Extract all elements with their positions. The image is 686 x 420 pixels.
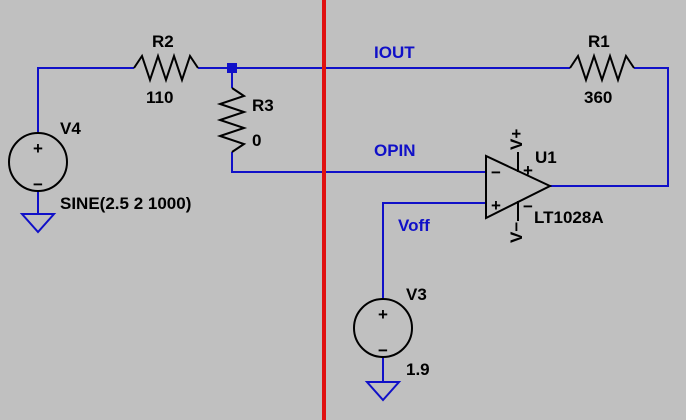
opamp-minus-sign: − bbox=[491, 163, 501, 182]
r2-name: R2 bbox=[152, 32, 174, 51]
resistor-r2: R2 110 bbox=[133, 32, 199, 107]
u1-value: LT1028A bbox=[534, 208, 604, 227]
r3-name: R3 bbox=[252, 96, 274, 115]
opamp-supply-minus: − bbox=[523, 197, 533, 216]
opamp-vminus-label: V− bbox=[507, 222, 526, 243]
net-label-voff: Voff bbox=[398, 216, 430, 235]
opamp-u1: − + + − V+ V− U1 LT1028A bbox=[485, 129, 604, 243]
r2-value: 110 bbox=[146, 88, 173, 107]
v4-value: SINE(2.5 2 1000) bbox=[60, 194, 191, 213]
r1-value: 360 bbox=[584, 88, 612, 107]
ground-symbol-v4 bbox=[19, 213, 57, 234]
net-label-opin: OPIN bbox=[374, 141, 416, 160]
v3-minus-sign: − bbox=[378, 341, 388, 360]
ground-symbol-v3 bbox=[364, 381, 402, 402]
opamp-supply-plus: + bbox=[523, 161, 533, 180]
opamp-vplus-label: V+ bbox=[507, 129, 526, 150]
opamp-plus-sign: + bbox=[491, 196, 501, 215]
wires bbox=[37, 63, 669, 382]
v4-plus-sign: + bbox=[33, 139, 43, 158]
resistor-r1: R1 360 bbox=[569, 32, 635, 107]
r3-value: 0 bbox=[252, 131, 261, 150]
wire-opin bbox=[231, 152, 486, 173]
wire-r1-to-output bbox=[550, 67, 669, 187]
u1-name: U1 bbox=[535, 148, 557, 167]
v3-name: V3 bbox=[406, 285, 427, 304]
v3-value: 1.9 bbox=[406, 360, 430, 379]
resistor-r3: R3 0 bbox=[216, 87, 274, 153]
v4-minus-sign: − bbox=[33, 175, 43, 194]
junction-dot bbox=[227, 63, 237, 73]
net-label-iout: IOUT bbox=[374, 43, 415, 62]
r1-name: R1 bbox=[588, 32, 610, 51]
v3-plus-sign: + bbox=[378, 305, 388, 324]
wire-v4-to-r2 bbox=[37, 67, 134, 132]
voltage-source-v3: + − V3 1.9 bbox=[353, 285, 430, 379]
wire-voff bbox=[382, 202, 486, 298]
v4-name: V4 bbox=[60, 119, 81, 138]
voltage-source-v4: + − V4 SINE(2.5 2 1000) bbox=[8, 119, 191, 213]
